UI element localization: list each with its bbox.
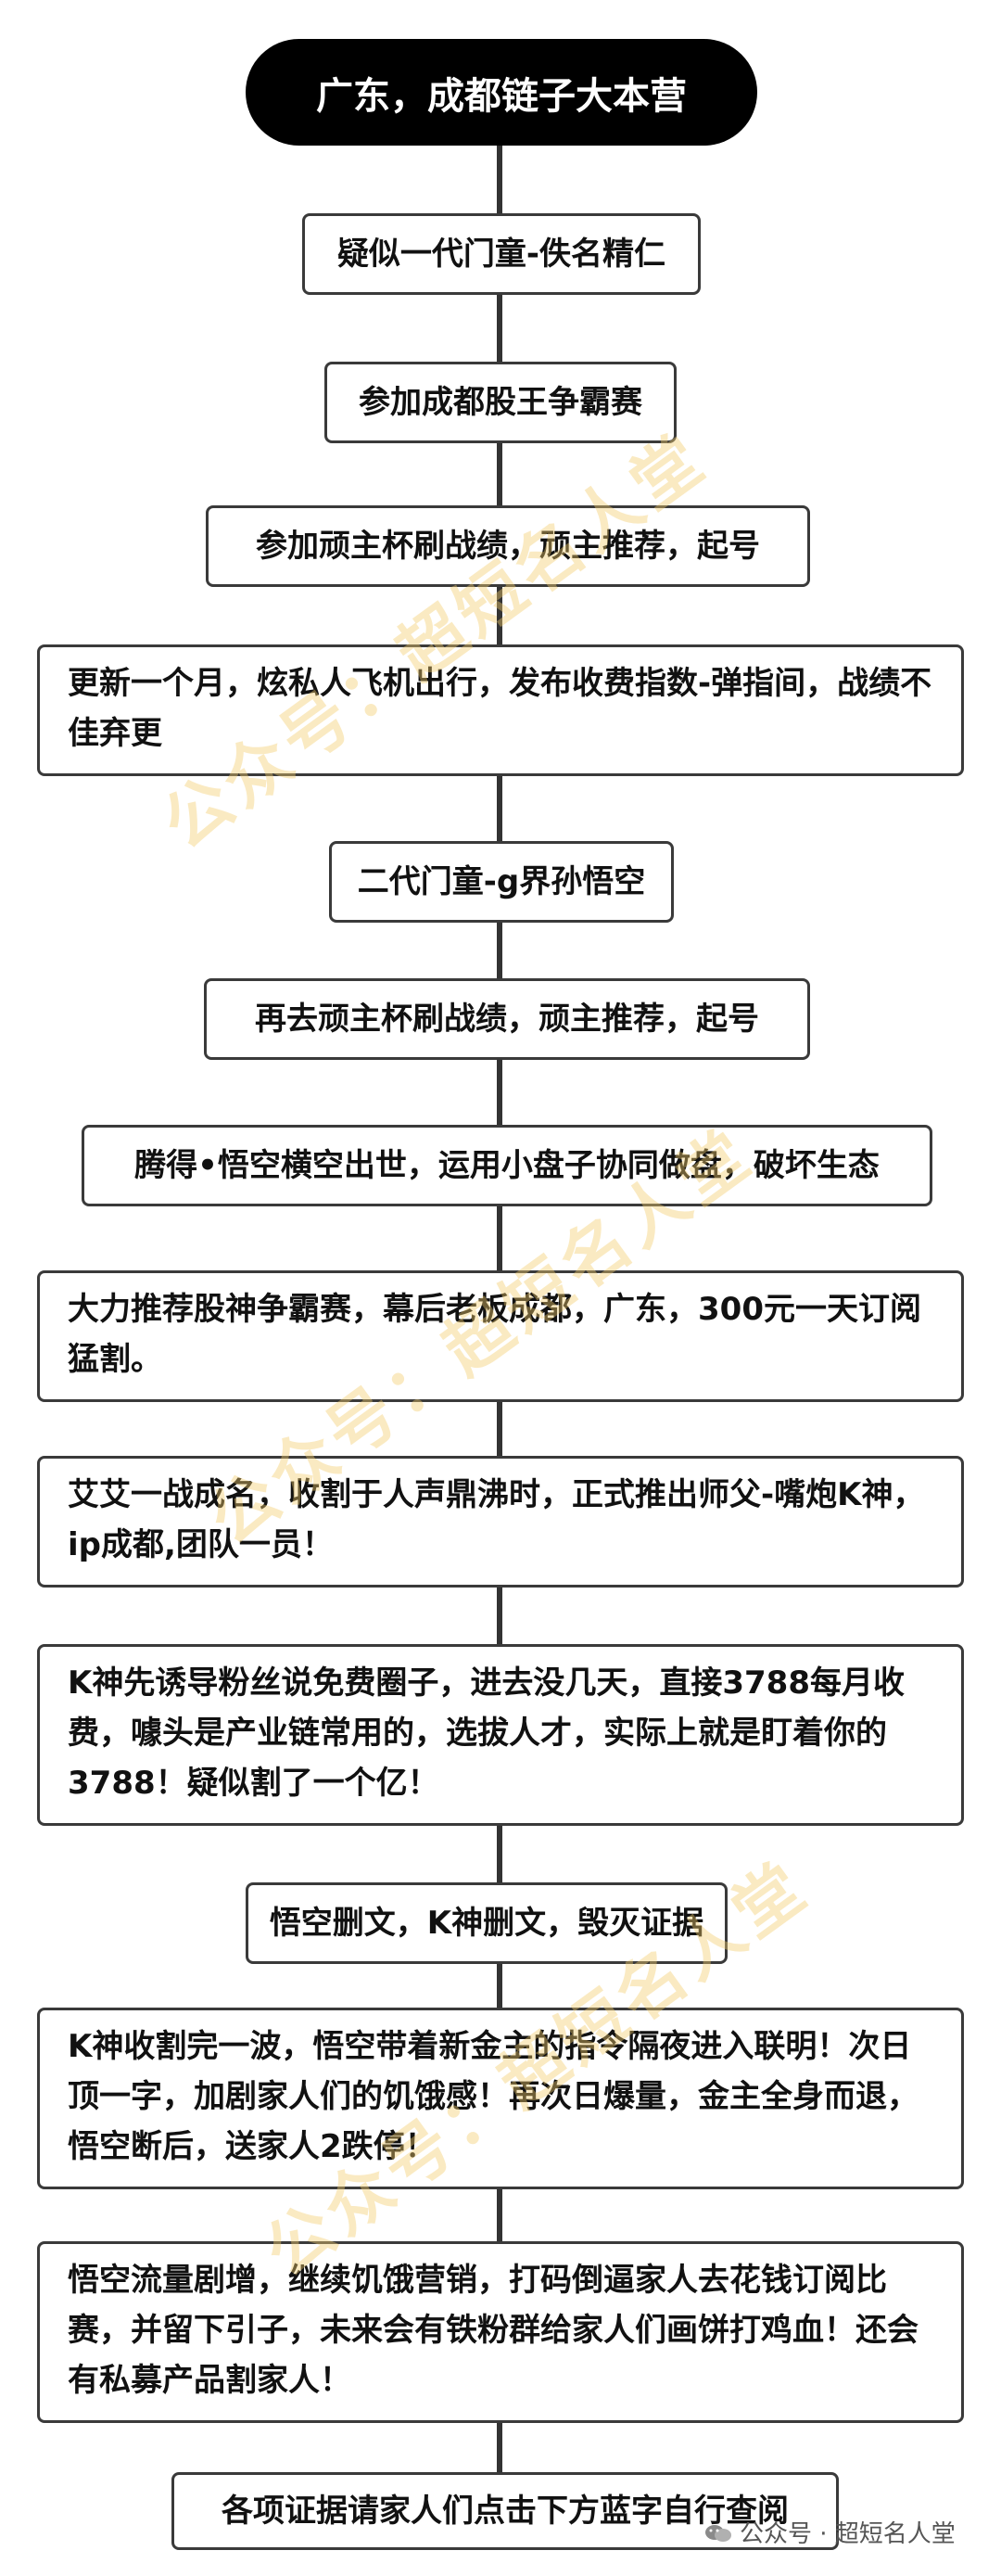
step-text-2: 参加成都股王争霸赛: [359, 384, 642, 421]
step-text-3: 参加顽主杯刷战绩，顽主推荐，起号: [256, 528, 760, 565]
step-box-6: 再去顽主杯刷战绩，顽主推荐，起号: [204, 978, 810, 1060]
step-box-1: 疑似一代门童-佚名精仁: [302, 213, 701, 295]
step-box-10: K神先诱导粉丝说免费圈子，进去没几天，直接3788每月收费，噱头是产业链常用的，…: [37, 1644, 964, 1826]
step-box-13: 悟空流量剧增，继续饥饿营销，打码倒逼家人去花钱订阅比赛，并留下引子，未来会有铁粉…: [37, 2241, 964, 2423]
step-box-2: 参加成都股王争霸赛: [324, 362, 677, 443]
step-text-4: 更新一个月，炫私人飞机出行，发布收费指数-弹指间，战绩不佳弃更: [68, 665, 932, 752]
footer-watermark-text: 公众号 · 超短名人堂: [740, 2520, 956, 2548]
step-text-13: 悟空流量剧增，继续饥饿营销，打码倒逼家人去花钱订阅比赛，并留下引子，未来会有铁粉…: [68, 2262, 919, 2399]
step-box-9: 艾艾一战成名，收割于人声鼎沸时，正式推出师父-嘴炮K神，ip成都,团队一员！: [37, 1456, 964, 1588]
step-text-6: 再去顽主杯刷战绩，顽主推荐，起号: [255, 1001, 759, 1038]
footer-watermark: 公众号 · 超短名人堂: [704, 2515, 956, 2549]
watermark-1: 公众号：超短名人堂: [147, 418, 721, 864]
step-box-12: K神收割完一波，悟空带着新金主的指令隔夜进入联明！次日顶一字，加剧家人们的饥饿感…: [37, 2008, 964, 2189]
step-text-7: 腾得•悟空横空出世，运用小盘子协同做盘，破坏生态: [134, 1147, 880, 1184]
step-box-8: 大力推荐股神争霸赛，幕后老板成都，广东，300元一天订阅猛割。: [37, 1270, 964, 1402]
title-banner: 广东，成都链子大本营: [246, 39, 757, 146]
step-box-4: 更新一个月，炫私人飞机出行，发布收费指数-弹指间，战绩不佳弃更: [37, 644, 964, 776]
step-text-8: 大力推荐股神争霸赛，幕后老板成都，广东，300元一天订阅猛割。: [68, 1291, 921, 1378]
step-text-12: K神收割完一波，悟空带着新金主的指令隔夜进入联明！次日顶一字，加剧家人们的饥饿感…: [68, 2028, 919, 2165]
step-text-14: 各项证据请家人们点击下方蓝字自行查阅: [222, 2493, 789, 2530]
step-box-5: 二代门童-g界孙悟空: [329, 841, 674, 923]
step-box-11: 悟空删文，K神删文，毁灭证据: [246, 1882, 728, 1964]
wechat-icon: [704, 2522, 732, 2543]
step-box-3: 参加顽主杯刷战绩，顽主推荐，起号: [206, 505, 810, 587]
step-box-7: 腾得•悟空横空出世，运用小盘子协同做盘，破坏生态: [82, 1125, 932, 1206]
step-text-10: K神先诱导粉丝说免费圈子，进去没几天，直接3788每月收费，噱头是产业链常用的，…: [68, 1664, 905, 1802]
step-text-9: 艾艾一战成名，收割于人声鼎沸时，正式推出师父-嘴炮K神，ip成都,团队一员！: [68, 1476, 925, 1563]
step-text-5: 二代门童-g界孙悟空: [357, 863, 646, 900]
step-text-1: 疑似一代门童-佚名精仁: [336, 236, 666, 273]
step-text-11: 悟空删文，K神删文，毁灭证据: [269, 1905, 704, 1942]
title-text: 广东，成都链子大本营: [316, 74, 687, 118]
